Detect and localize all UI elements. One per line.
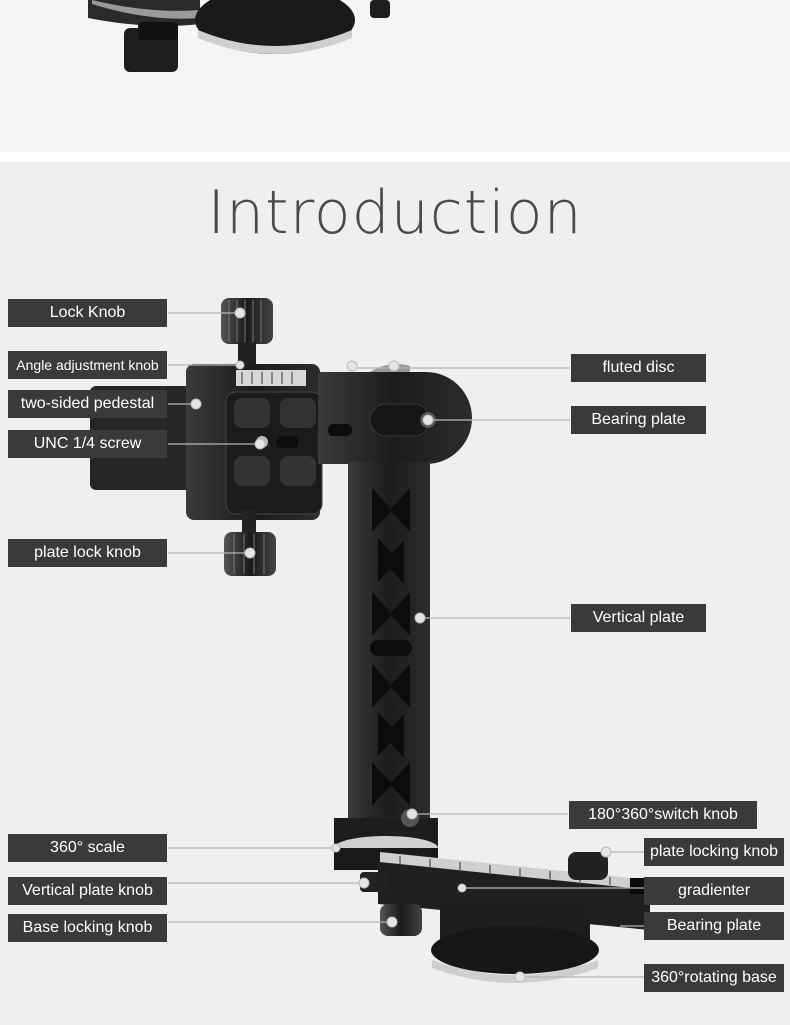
leader-lines bbox=[168, 312, 644, 978]
panoramic-head-top-view bbox=[0, 0, 790, 152]
previous-product-photo bbox=[0, 0, 790, 152]
lock-knob-part bbox=[221, 298, 273, 368]
rotating-base-label: 360°rotating base bbox=[644, 964, 784, 992]
vertical-plate-part bbox=[348, 462, 430, 824]
base-assembly-part bbox=[334, 809, 650, 983]
bearing-plate-upper-label: Bearing plate bbox=[571, 406, 706, 434]
plate-lock-knob-label: plate lock knob bbox=[8, 539, 167, 567]
plate-locking-knob-label: plate locking knob bbox=[644, 838, 784, 866]
angle-adjustment-knob-label: Angle adjustment knob bbox=[8, 351, 167, 379]
lock-knob-label: Lock Knob bbox=[8, 299, 167, 327]
vertical-plate-label: Vertical plate bbox=[571, 604, 706, 632]
bearing-plate-arm-part bbox=[318, 364, 472, 464]
fluted-disc-label: fluted disc bbox=[571, 354, 706, 382]
two-sided-pedestal-label: two-sided pedestal bbox=[8, 390, 167, 418]
bearing-plate-lower-label: Bearing plate bbox=[644, 912, 784, 940]
switch-knob-label: 180°360°switch knob bbox=[569, 801, 757, 829]
gradienter-label: gradienter bbox=[644, 877, 784, 905]
vertical-plate-knob-label: Vertical plate knob bbox=[8, 877, 167, 905]
leader-dots bbox=[190, 307, 612, 983]
unc-screw-label: UNC 1/4 screw bbox=[8, 430, 167, 458]
scale-360-label: 360° scale bbox=[8, 834, 167, 862]
section-divider bbox=[0, 152, 790, 162]
page-title: Introduction bbox=[207, 178, 583, 248]
base-locking-knob-label: Base locking knob bbox=[8, 914, 167, 942]
